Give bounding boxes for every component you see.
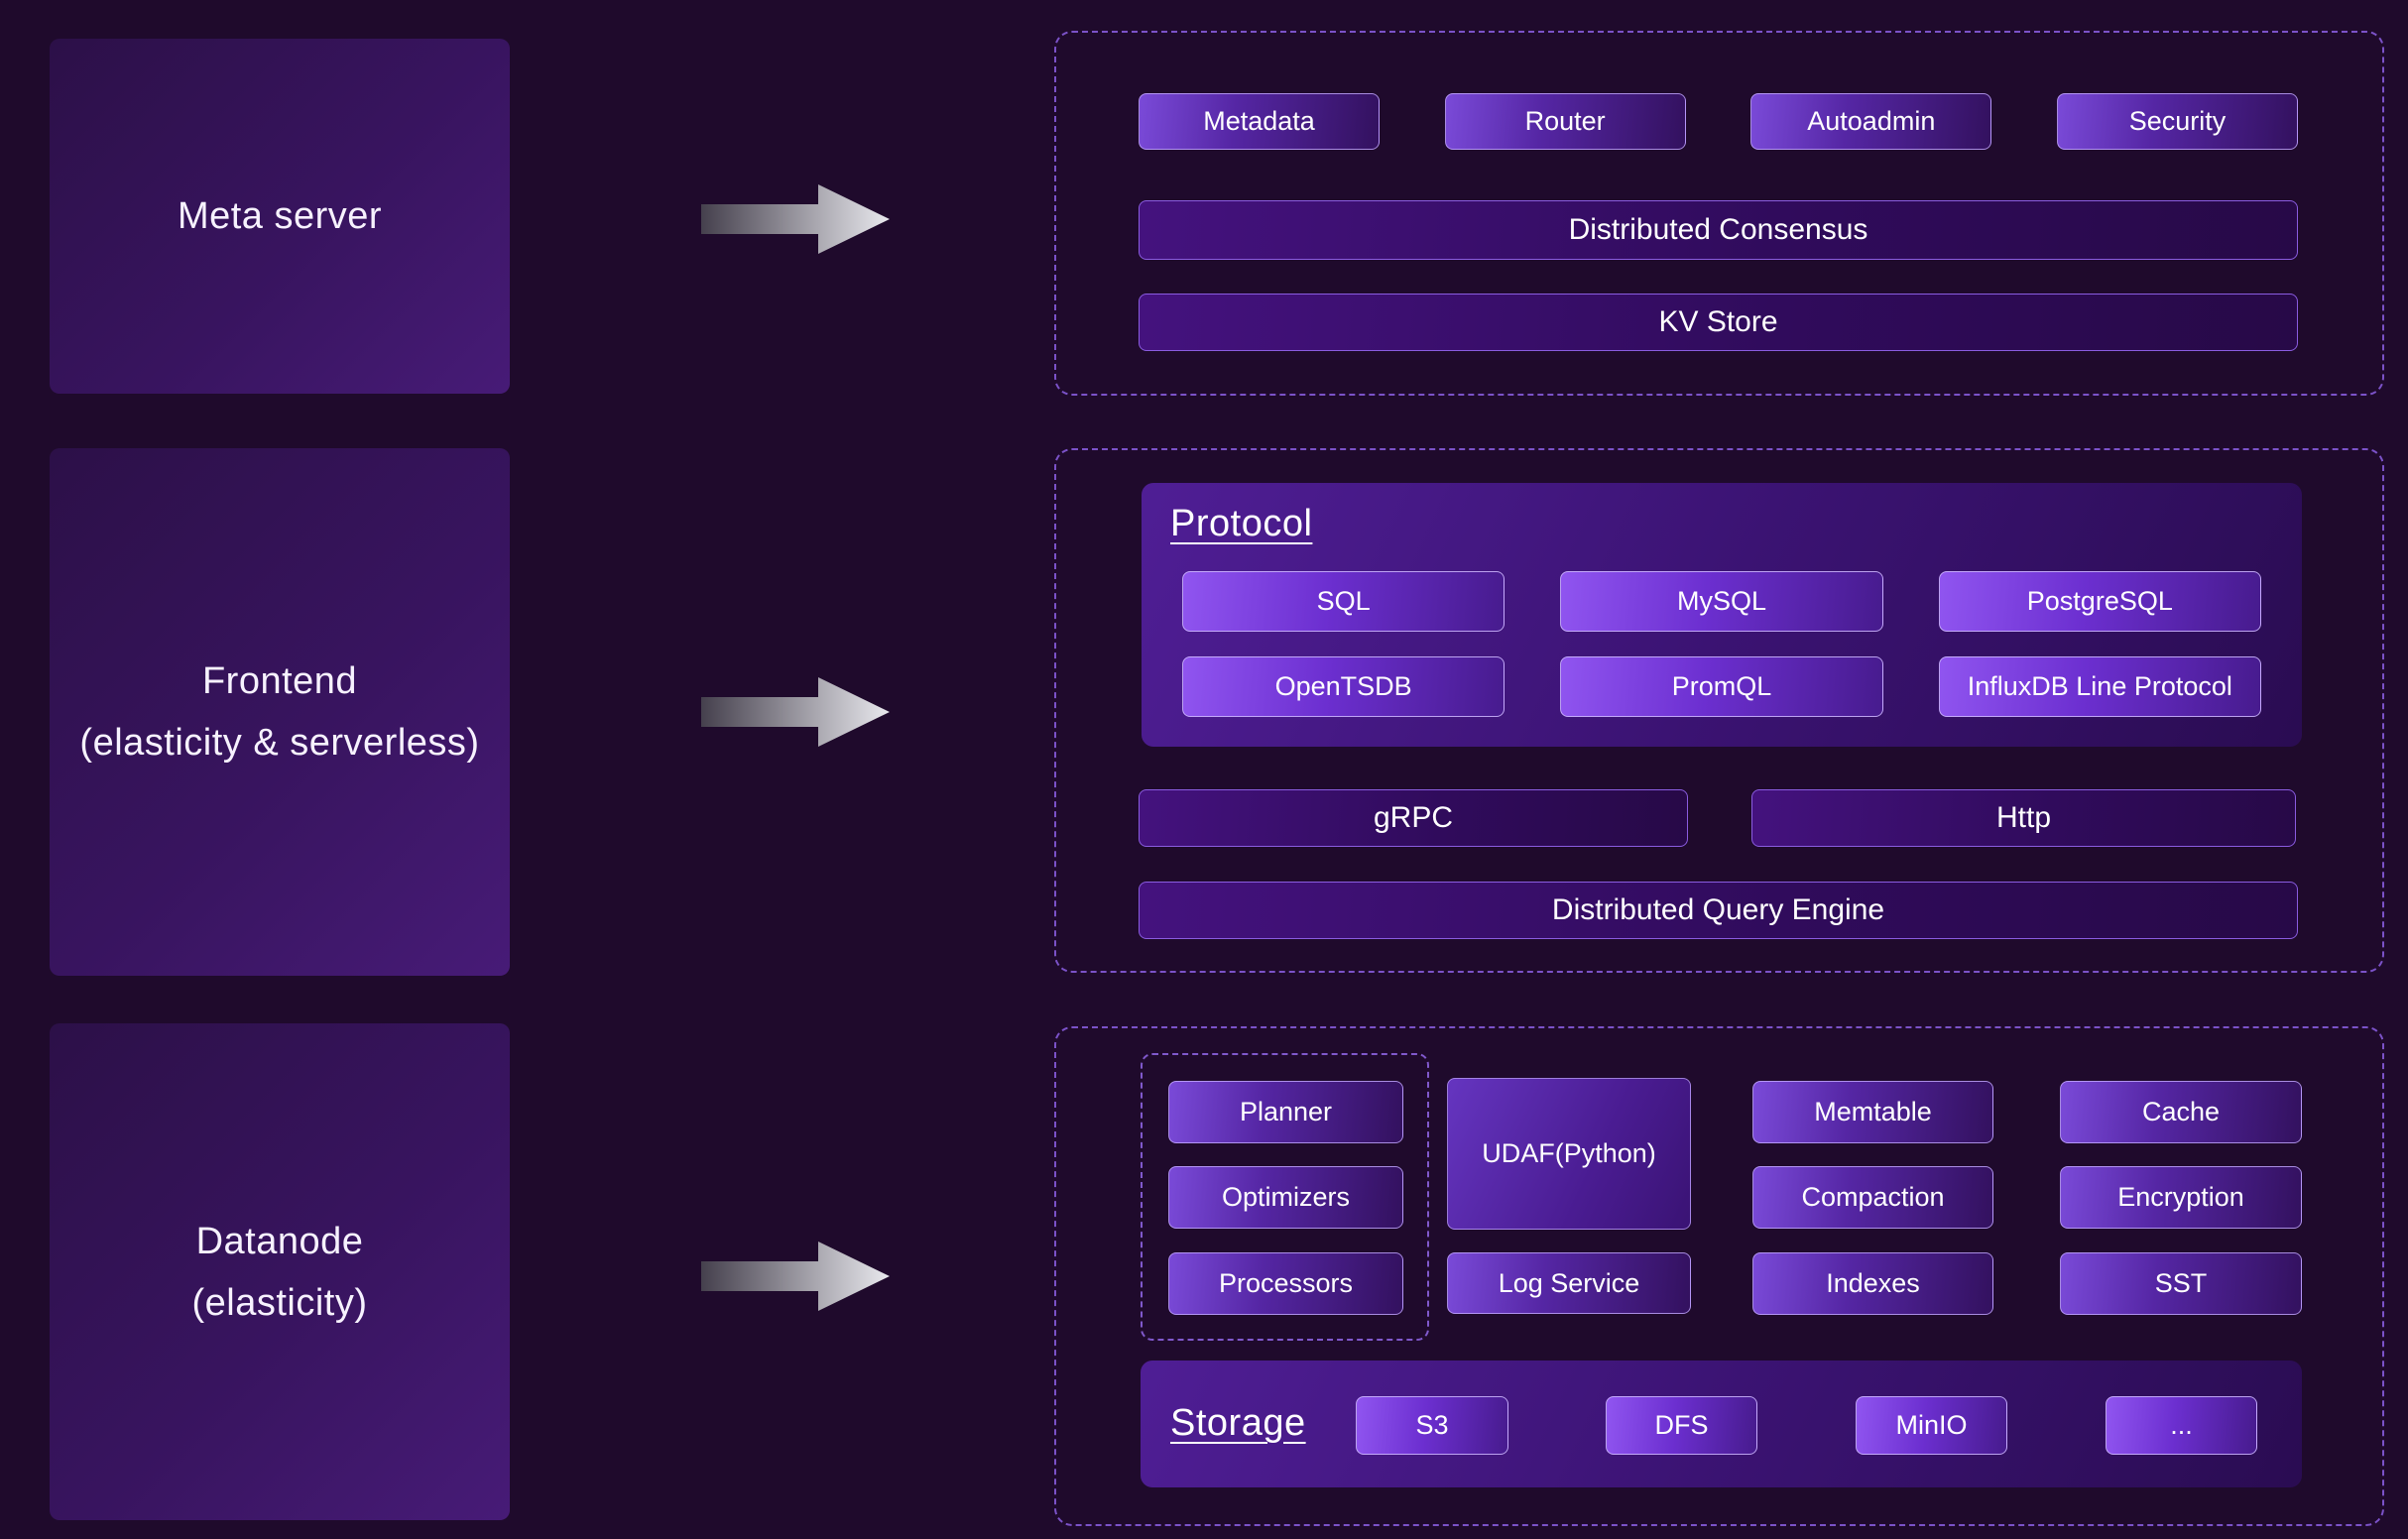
node-mysql: MySQL [1560,571,1883,632]
arrow-right-icon [701,1242,890,1311]
meta-server-label: Meta server [177,195,383,237]
node-grpc: gRPC [1139,789,1688,847]
node-indexes: Indexes [1752,1252,1993,1315]
node-sst: SST [2060,1252,2302,1315]
frontend-label-line2: (elasticity & serverless) [79,722,480,764]
node-compaction: Compaction [1752,1166,1993,1229]
datanode-label-line1: Datanode [195,1220,364,1262]
node-optimizers: Optimizers [1168,1166,1403,1229]
datanode-box: Datanode (elasticity) [50,1023,510,1520]
node-kv-store: KV Store [1139,294,2298,351]
meta-server-box: Meta server [50,39,510,394]
protocol-grid: SQL MySQL PostgreSQL OpenTSDB PromQL Inf… [1182,571,2261,717]
node-processors: Processors [1168,1252,1403,1315]
node-metadata: Metadata [1139,93,1380,150]
node-planner: Planner [1168,1081,1403,1143]
node-http: Http [1751,789,2296,847]
node-cache: Cache [2060,1081,2302,1143]
frontend-label-line1: Frontend [201,660,358,702]
node-distributed-query-engine: Distributed Query Engine [1139,882,2298,939]
node-sql: SQL [1182,571,1505,632]
storage-title: Storage [1170,1402,1306,1444]
arrow-right-icon [701,184,890,254]
node-more-storage: ... [2106,1396,2257,1455]
node-postgresql: PostgreSQL [1938,571,2261,632]
datanode-label-line2: (elasticity) [191,1281,368,1324]
node-minio: MinIO [1856,1396,2007,1455]
node-encryption: Encryption [2060,1166,2302,1229]
node-udaf-python: UDAF(Python) [1447,1078,1691,1230]
node-opentsdb: OpenTSDB [1182,656,1505,717]
node-security: Security [2056,93,2298,150]
protocol-title: Protocol [1170,503,1313,544]
node-distributed-consensus: Distributed Consensus [1139,200,2298,260]
node-s3: S3 [1356,1396,1508,1455]
node-autoadmin: Autoadmin [1750,93,1992,150]
node-memtable: Memtable [1752,1081,1993,1143]
frontend-panel: Protocol SQL MySQL PostgreSQL OpenTSDB P… [1054,448,2384,973]
protocol-group: Protocol SQL MySQL PostgreSQL OpenTSDB P… [1142,483,2302,747]
datanode-panel: Planner Optimizers Processors UDAF(Pytho… [1054,1026,2384,1526]
arrow-right-icon [701,677,890,747]
node-promql: PromQL [1560,656,1883,717]
frontend-box: Frontend (elasticity & serverless) [50,448,510,976]
node-router: Router [1444,93,1686,150]
storage-group: Storage S3 DFS MinIO ... [1141,1361,2302,1487]
node-dfs: DFS [1606,1396,1757,1455]
meta-components-row: Metadata Router Autoadmin Security [1139,93,2298,150]
node-log-service: Log Service [1447,1252,1691,1314]
query-components-group: Planner Optimizers Processors [1141,1053,1429,1341]
node-influxdb-line-protocol: InfluxDB Line Protocol [1938,656,2261,717]
meta-server-panel: Metadata Router Autoadmin Security Distr… [1054,31,2384,396]
